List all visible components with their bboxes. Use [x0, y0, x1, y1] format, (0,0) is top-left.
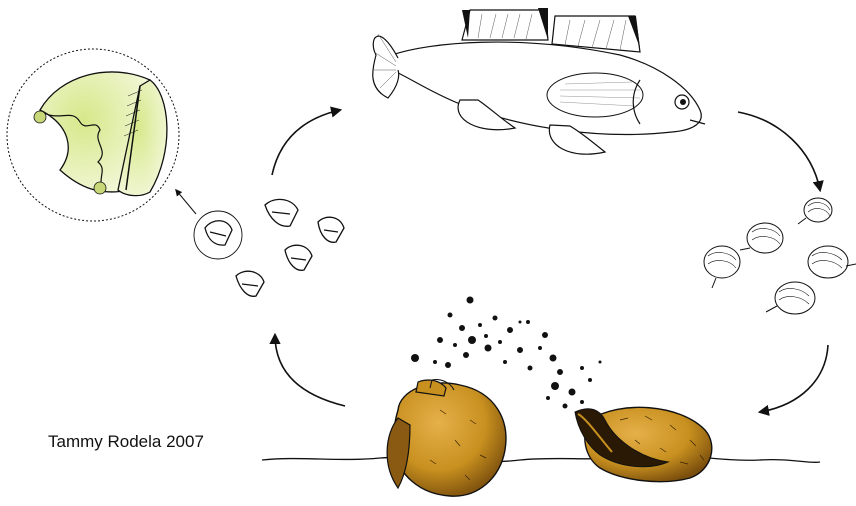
juvenile-1 [798, 198, 832, 224]
glochidium-3 [318, 217, 344, 242]
glochidium-4 [285, 245, 312, 270]
juvenile-2 [740, 223, 783, 253]
glochidium-detail [7, 49, 179, 221]
juvenile-4 [808, 246, 856, 278]
arrow-juveniles-to-adults [760, 345, 828, 412]
glochidium-5 [236, 271, 264, 296]
author-credit: Tammy Rodela 2007 [48, 432, 204, 452]
adult-mussels [262, 379, 820, 496]
adult-mussel-right [575, 407, 712, 481]
juvenile-3 [704, 246, 740, 288]
juvenile-5 [766, 282, 815, 314]
pectoral-fin [547, 73, 643, 117]
sediment-line [262, 455, 820, 462]
arrow-glochidia-to-fish [272, 110, 340, 175]
adult-mussel-left [387, 379, 506, 496]
free-glochidia [194, 199, 344, 296]
arrow-adults-to-glochidia [275, 335, 345, 406]
arrow-fish-to-juveniles [738, 112, 820, 190]
fish-body [392, 42, 701, 134]
fish-tail [373, 36, 399, 98]
host-fish [373, 8, 705, 154]
glochidium-2 [265, 199, 298, 226]
arrow-to-magnified [176, 190, 196, 214]
juvenile-mussels [704, 198, 856, 314]
